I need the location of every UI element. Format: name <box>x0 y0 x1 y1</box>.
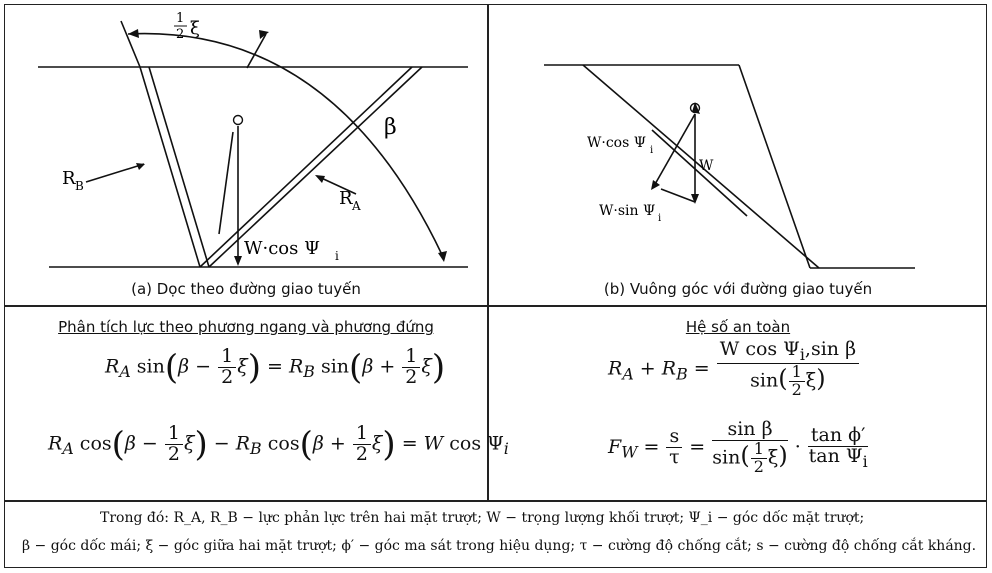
half-xi-numerator: 1 <box>176 11 184 26</box>
b-w-label: W <box>699 158 714 174</box>
right-heading: Hệ số an toàn <box>685 318 791 336</box>
notes-line-1: Trong đó: R_A, R_B − lực phản lực trên h… <box>100 510 865 526</box>
caption-a: (a) Dọc theo đường giao tuyến <box>131 280 361 298</box>
half-xi-denominator: 2 <box>176 27 184 42</box>
notes-line-2: β − góc dốc mái; ξ − góc giữa hai mặt tr… <box>22 538 977 554</box>
horizontal-divider-1 <box>4 305 987 307</box>
figure-b-diagram: W·cos Ψ i W W·sin Ψ i <box>544 64 915 269</box>
left-heading: Phân tích lực theo phương ngang và phươn… <box>58 318 434 336</box>
horizontal-divider-2 <box>4 500 987 502</box>
figure-a-diagram: 1 2 ξ β R B R A W·cos Ψ i <box>38 11 468 268</box>
caption-b: (b) Vuông góc với đường giao tuyến <box>603 280 873 298</box>
ra-label: R <box>339 188 353 209</box>
half-xi-symbol: ξ <box>190 18 200 39</box>
figure-frame <box>4 4 987 568</box>
b-wsin-label-sub: i <box>658 213 661 224</box>
rb-label: R <box>62 168 76 189</box>
w-cos-label-sub: i <box>335 249 339 263</box>
ra-label-sub: A <box>351 199 361 213</box>
b-wcos-label: W·cos Ψ <box>587 135 646 151</box>
beta-label: β <box>384 115 397 140</box>
w-cos-label: W·cos Ψ <box>244 238 320 259</box>
vertical-divider-top <box>487 4 489 501</box>
b-wcos-label-sub: i <box>650 145 653 156</box>
b-wsin-label: W·sin Ψ <box>599 203 655 219</box>
rb-label-sub: B <box>75 179 84 193</box>
